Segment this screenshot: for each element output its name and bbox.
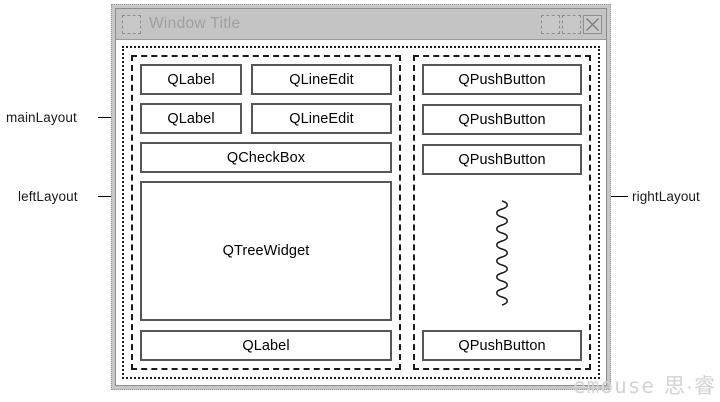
window-frame: Window Title QLabel QLineEdit [115,8,607,386]
left-layout-container: QLabel QLineEdit QLabel QLineEdit QCheck… [131,55,401,370]
minimize-button-icon[interactable] [541,14,560,34]
qlabel-bottom: QLabel [140,330,392,361]
qlineedit-1[interactable]: QLineEdit [251,64,392,95]
qcheckbox[interactable]: QCheckBox [140,142,392,173]
qtreewidget[interactable]: QTreeWidget [140,181,392,321]
qlineedit-2[interactable]: QLineEdit [251,103,392,134]
qpushbutton-4[interactable]: QPushButton [422,330,582,361]
main-layout-container: QLabel QLineEdit QLabel QLineEdit QCheck… [122,46,600,379]
form-row: QLabel QLineEdit [140,103,392,134]
window-client-area: QLabel QLineEdit QLabel QLineEdit QCheck… [116,40,606,385]
close-icon[interactable] [583,14,602,34]
annotation-main-layout: mainLayout [6,110,77,125]
annotation-left-layout: leftLayout [18,189,78,204]
window-controls [541,14,602,34]
window-title: Window Title [149,15,241,32]
right-layout-container: QPushButton QPushButton QPushButton QPus… [413,55,591,370]
qlabel-2: QLabel [140,103,242,134]
annotation-right-layout: rightLayout [632,189,700,204]
qlabel-1: QLabel [140,64,242,95]
app-window: Window Title QLabel QLineEdit [111,4,611,390]
qpushbutton-1[interactable]: QPushButton [422,64,582,95]
maximize-button-icon[interactable] [562,14,581,34]
qpushbutton-3[interactable]: QPushButton [422,144,582,175]
qpushbutton-2[interactable]: QPushButton [422,104,582,135]
watermark-cjk: 思·睿 [664,375,716,398]
spring-spacer-icon [422,184,582,321]
window-menu-icon[interactable] [122,14,141,34]
title-bar[interactable]: Window Title [116,9,606,40]
form-row: QLabel QLineEdit [140,64,392,95]
